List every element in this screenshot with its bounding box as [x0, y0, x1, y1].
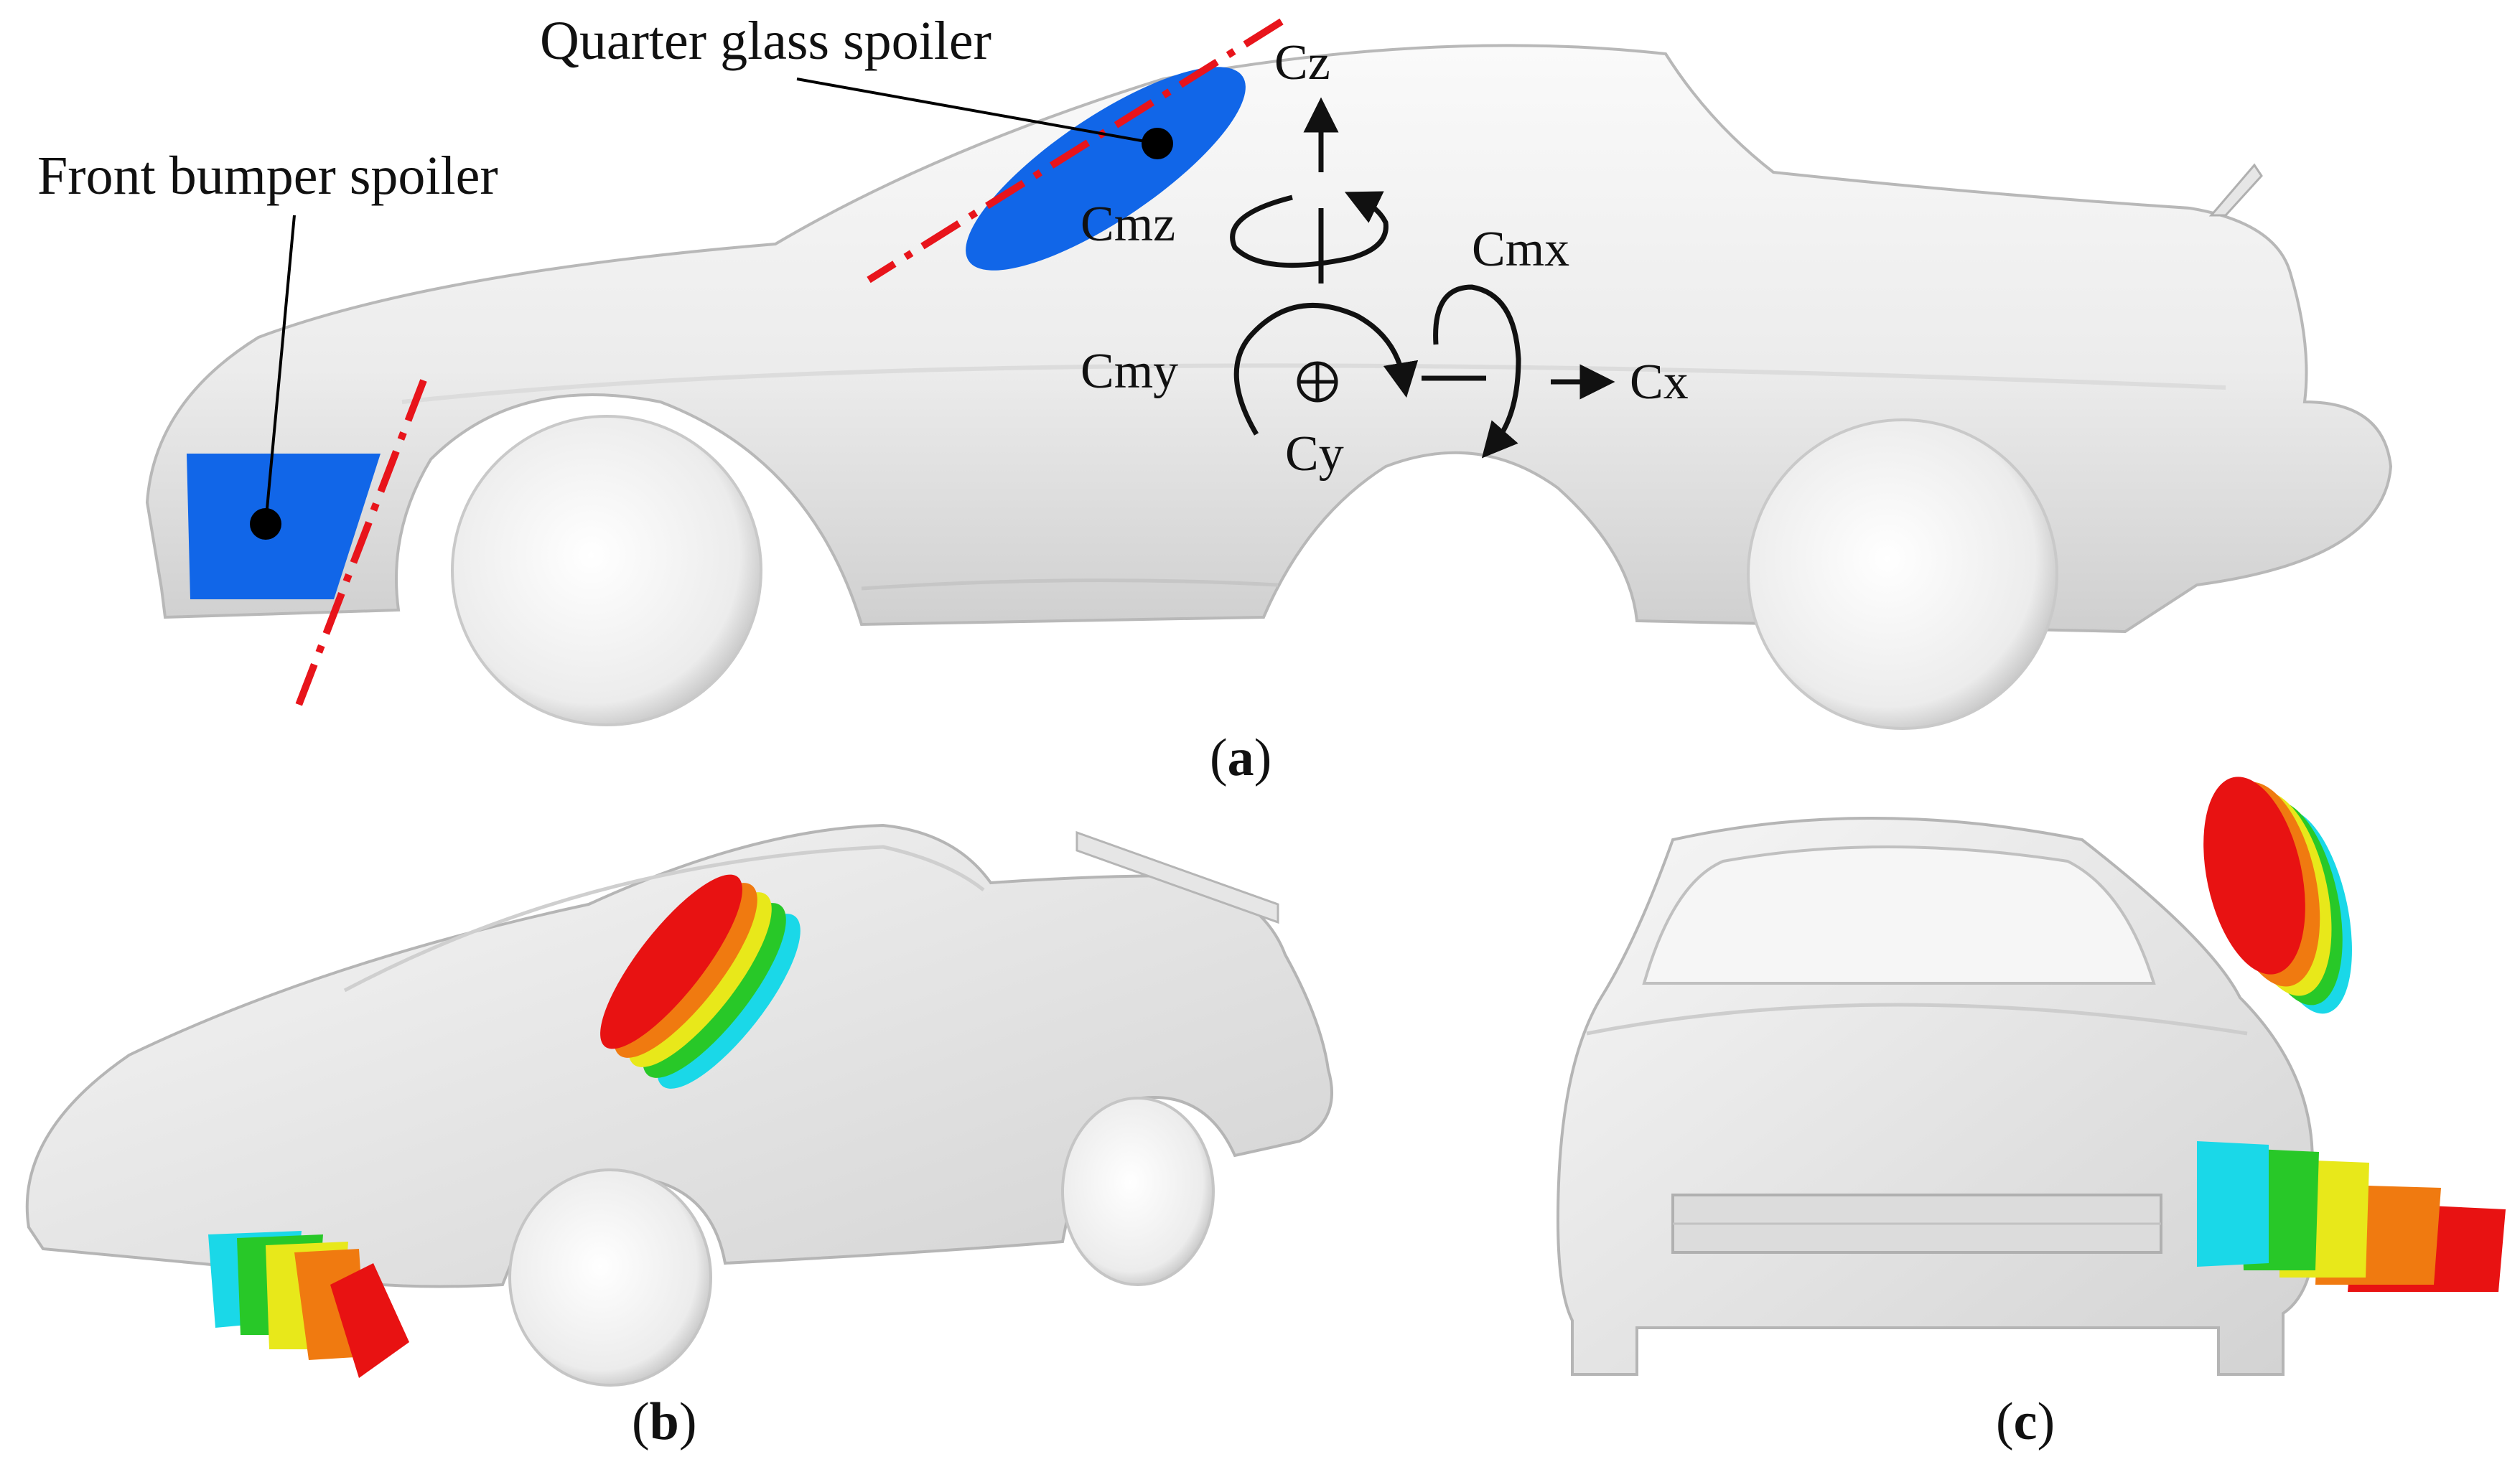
caption-c: (c) [1996, 1392, 2055, 1451]
quarter-glass-spoiler-shape [966, 67, 1246, 271]
quarter-glass-contours-c [2203, 777, 2352, 1014]
cmz-label: Cmz [1081, 197, 1175, 252]
panel-b: (b) [25, 823, 1333, 1451]
front-bumper-contours-b [208, 1231, 409, 1378]
bumper-c-cyan [2197, 1141, 2269, 1267]
front-bumper-label: Front bumper spoiler [37, 146, 498, 206]
front-guide-line [294, 379, 427, 708]
caption-b: (b) [632, 1392, 696, 1451]
front-bumper-leader [264, 215, 296, 525]
rear-wing-b [1075, 830, 1279, 924]
front-wheel-b [508, 1168, 712, 1387]
cz-label: Cz [1274, 35, 1330, 90]
windshield-c [1642, 845, 2156, 985]
contour-c-red [2203, 777, 2305, 975]
cmx-label: Cmx [1472, 222, 1569, 277]
beltline-highlight [401, 363, 2226, 404]
panel-a: Quarter glass spoiler Front bumper spoil… [37, 11, 2393, 787]
cmx-rotation-arrow [1433, 284, 1521, 459]
quarter-glass-leader [796, 78, 1158, 145]
panel-c: (c) [1556, 777, 2506, 1451]
cmy-rotation-arrow [1233, 302, 1419, 436]
cmz-rotation-arrow [1230, 191, 1389, 268]
rear-wing [2208, 163, 2263, 217]
cy-label: Cy [1285, 426, 1344, 482]
rear-wheel-b [1061, 1097, 1215, 1286]
rear-wheel [1747, 418, 2058, 730]
cx-label: Cx [1630, 355, 1689, 410]
roof-line-b [343, 845, 985, 993]
caption-a: (a) [1210, 728, 1271, 787]
front-bumper-contours-c [2197, 1141, 2506, 1292]
cmy-label: Cmy [1081, 344, 1178, 399]
bumper-b-red [330, 1263, 409, 1378]
front-bumper-spoiler-shape [187, 454, 381, 599]
front-wheel [451, 415, 762, 726]
axis-system [1230, 97, 1615, 459]
sill-line [861, 578, 1279, 591]
hood-c [1586, 1003, 2248, 1036]
quarter-glass-contours-b [600, 874, 801, 1089]
glass-guide-line [867, 18, 1284, 283]
contour-b-red [600, 874, 742, 1049]
quarter-glass-label: Quarter glass spoiler [540, 11, 991, 71]
